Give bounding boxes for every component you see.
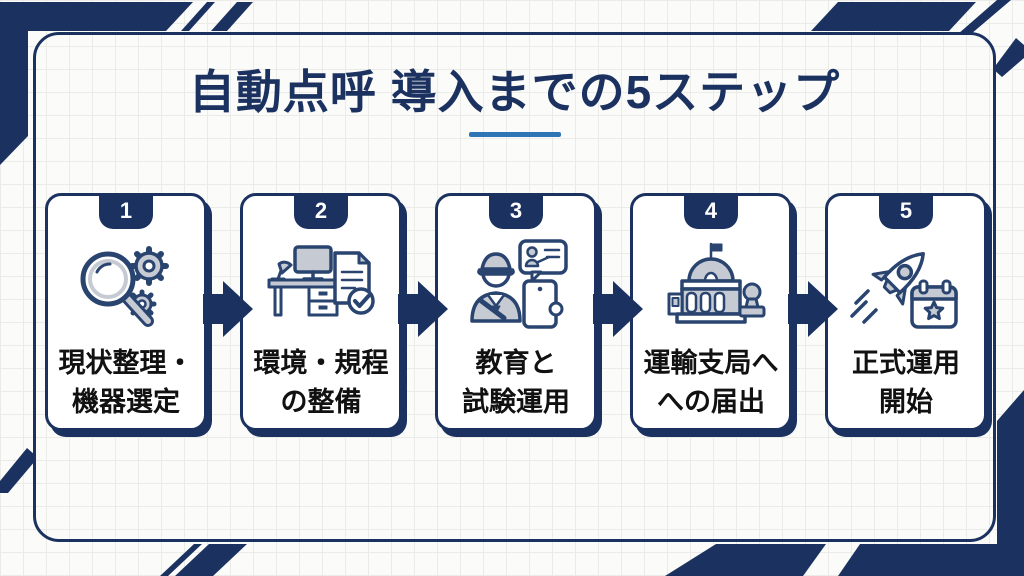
step-card-3: 3 <box>435 193 597 431</box>
page-title: 自動点呼 導入までの5ステップ <box>188 66 841 118</box>
top-left-corner-band <box>0 2 193 165</box>
top-left-slash-thin <box>181 2 215 31</box>
top-left-slash-thick <box>211 2 253 31</box>
top-right-slash-corner <box>993 38 1024 77</box>
step-number-badge: 2 <box>294 193 348 229</box>
step-number-badge: 3 <box>489 193 543 229</box>
top-right-parallelogram <box>811 2 976 31</box>
step-number: 5 <box>899 198 913 223</box>
driver-tablet-icon <box>460 238 572 340</box>
step-label: 教育と 試験運用 <box>462 348 570 417</box>
step-number-badge: 4 <box>684 193 738 229</box>
step-card-5: 5 <box>825 193 987 431</box>
arrow-step4-to-step5 <box>788 281 838 337</box>
step-number-badge: 1 <box>99 193 153 229</box>
step-number: 1 <box>119 198 133 223</box>
step-label: 運輸支局へ への届出 <box>643 348 779 417</box>
step-number: 3 <box>509 198 523 223</box>
step-card-1: 1 現状整理・ <box>45 193 207 431</box>
content-panel: 自動点呼 導入までの5ステップ <box>33 32 996 542</box>
step-number: 4 <box>704 198 718 223</box>
step-card-2: 2 <box>240 193 402 431</box>
step-number: 2 <box>314 198 328 223</box>
arrow-step2-to-step3 <box>398 281 448 337</box>
step-label: 現状整理・ 機器選定 <box>58 348 194 417</box>
bottom-right-corner-band <box>838 390 1024 576</box>
arrow-step1-to-step2 <box>203 281 253 337</box>
bottom-left-slash-thin <box>160 544 202 576</box>
title-underline <box>468 132 561 138</box>
step-label: 正式運用 開始 <box>852 348 960 417</box>
government-building-stamp-icon <box>655 238 767 340</box>
bottom-right-band-left <box>665 544 826 576</box>
step-number-badge: 5 <box>879 193 933 229</box>
magnifier-gears-icon <box>70 238 182 340</box>
step-label: 環境・規程 の整備 <box>253 348 389 417</box>
arrow-step3-to-step4 <box>593 281 643 337</box>
rocket-calendar-icon <box>850 238 962 340</box>
title-block: 自動点呼 導入までの5ステップ <box>36 65 993 138</box>
step-card-4: 4 <box>630 193 792 431</box>
bottom-left-slash-thick <box>175 544 247 576</box>
left-middle-slash <box>0 448 35 493</box>
top-right-slash-outer <box>958 0 1011 34</box>
desk-document-icon <box>265 238 377 340</box>
